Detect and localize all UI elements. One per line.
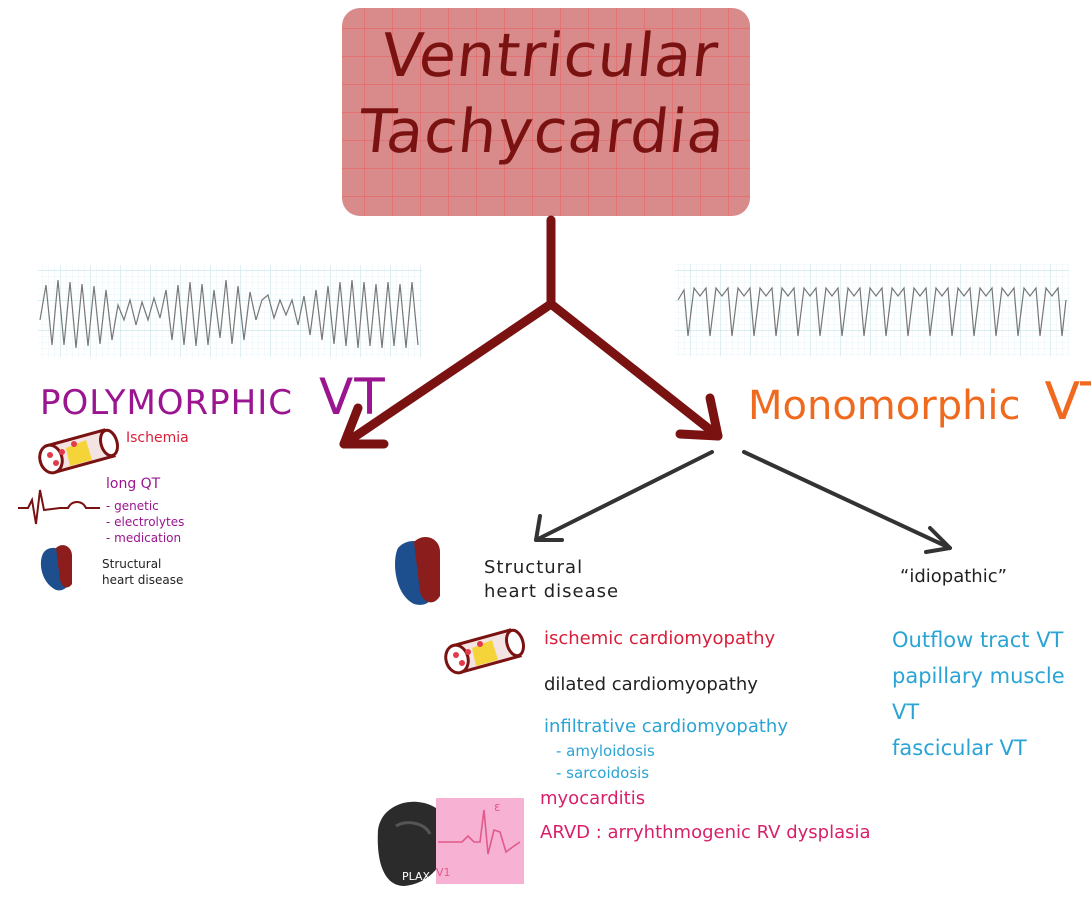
polymorphic-title-vt: VT <box>319 368 386 426</box>
mono-structural-line1: Structural <box>484 557 584 578</box>
poly-long-qt-item: - electrolytes <box>106 515 185 529</box>
poly-long-qt-item: - medication <box>106 531 182 545</box>
mono-ischemic-cardiomyopathy: ischemic cardiomyopathy <box>544 628 776 649</box>
monomorphic-title: Monomorphic VT <box>748 372 1091 432</box>
mono-idiopathic-list: Outflow tract VT papillary muscle VT fas… <box>892 622 1091 766</box>
mono-structural-label: Structural heart disease <box>484 556 619 604</box>
poly-long-qt-list: - genetic - electrolytes - medication <box>106 498 184 546</box>
mono-idiopathic-label: “idiopathic” <box>900 566 1007 587</box>
mono-infiltrative-list: - amyloidosis - sarcoidosis <box>556 740 655 784</box>
heart-icon-structural <box>395 537 440 605</box>
poly-long-qt-label: long QT <box>106 476 161 492</box>
epsilon-label: ε <box>494 800 501 814</box>
v1-ecg-image <box>436 798 524 884</box>
poly-structural-line2: heart disease <box>102 573 184 587</box>
title-line-2: Tachycardia <box>355 97 729 167</box>
mono-arvd: ARVD : arryhthmogenic RV dysplasia <box>540 822 871 843</box>
poly-structural-line1: Structural <box>102 557 162 571</box>
mono-structural-line2: heart disease <box>484 581 620 602</box>
mono-myocarditis: myocarditis <box>540 788 646 809</box>
poly-long-qt-item: - genetic <box>106 499 159 513</box>
polymorphic-title: POLYMORPHIC VT <box>40 368 386 426</box>
idiopathic-item: Outflow tract VT <box>892 628 1064 652</box>
v1-label: V1 <box>436 866 451 879</box>
main-arrow <box>339 215 723 449</box>
mono-dilated-cardiomyopathy: dilated cardiomyopathy <box>544 674 758 695</box>
vessel-plaque-icon <box>38 428 119 475</box>
idiopathic-item: fascicular VT <box>892 736 1027 760</box>
plax-echo-image <box>377 801 449 886</box>
monomorphic-title-vt: VT <box>1044 372 1091 432</box>
monomorphic-title-word: Monomorphic <box>748 383 1021 429</box>
poly-structural-label: Structural heart disease <box>102 556 183 588</box>
page-title: Ventricular Tachycardia <box>334 18 758 170</box>
heart-icon-small <box>40 545 72 591</box>
mono-infiltrative-item: - sarcoidosis <box>556 764 650 782</box>
secondary-arrows <box>534 450 952 554</box>
title-line-1: Ventricular <box>378 21 722 91</box>
long-qt-ecg-icon <box>18 489 100 525</box>
title-box <box>342 8 750 216</box>
mono-infiltrative-cardiomyopathy: infiltrative cardiomyopathy <box>544 716 788 737</box>
monomorphic-ecg-strip <box>675 264 1069 356</box>
vessel-plaque-icon-mono <box>444 628 525 675</box>
polymorphic-ecg-strip <box>38 265 422 357</box>
polymorphic-title-word: POLYMORPHIC <box>40 383 294 423</box>
poly-ischemia-label: Ischemia <box>126 430 189 446</box>
plax-label: PLAX <box>402 870 431 883</box>
idiopathic-item: papillary muscle VT <box>892 664 1065 724</box>
mono-infiltrative-item: - amyloidosis <box>556 742 655 760</box>
